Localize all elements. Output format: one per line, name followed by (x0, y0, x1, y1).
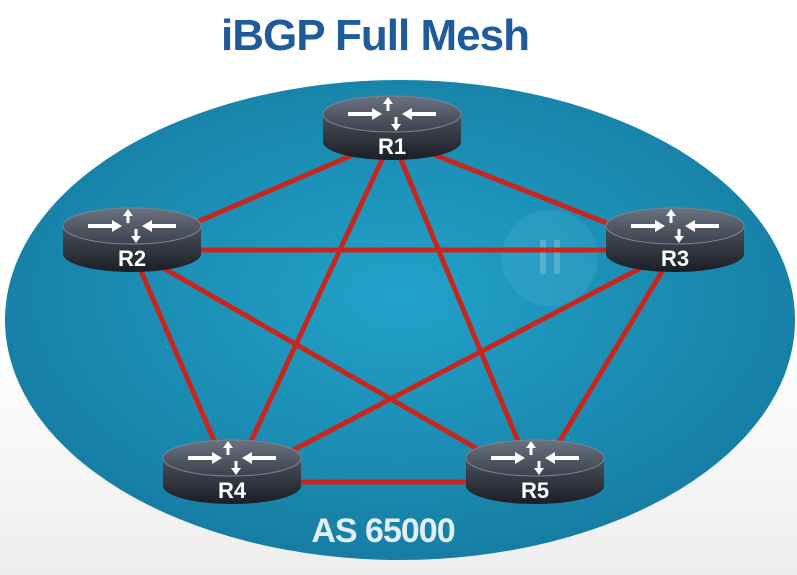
link-r1-r4 (229, 136, 395, 484)
router-icon (348, 97, 436, 131)
router-label-r5: R5 (521, 478, 549, 503)
router-r2[interactable]: R2 (62, 207, 202, 272)
router-icon (491, 441, 579, 475)
router-icon (88, 209, 176, 243)
router-r4[interactable]: R4 (162, 439, 302, 504)
router-r5[interactable]: R5 (465, 439, 605, 504)
as-label: AS 65000 (311, 512, 454, 550)
link-r2-r5 (130, 247, 537, 485)
router-r3[interactable]: R3 (605, 207, 745, 272)
router-r1[interactable]: R1 (322, 95, 462, 160)
link-r1-r5 (389, 137, 538, 483)
router-icon (188, 441, 276, 475)
router-label-r1: R1 (378, 134, 406, 159)
router-label-r4: R4 (218, 478, 247, 503)
link-r3-r4 (230, 247, 677, 485)
as-area (5, 80, 795, 560)
router-label-r2: R2 (118, 246, 146, 271)
router-icon (631, 209, 719, 243)
link-layer (129, 135, 678, 485)
router-label-r3: R3 (661, 246, 689, 271)
pause-icon[interactable] (502, 210, 598, 306)
page-title: iBGP Full Mesh (221, 11, 529, 60)
